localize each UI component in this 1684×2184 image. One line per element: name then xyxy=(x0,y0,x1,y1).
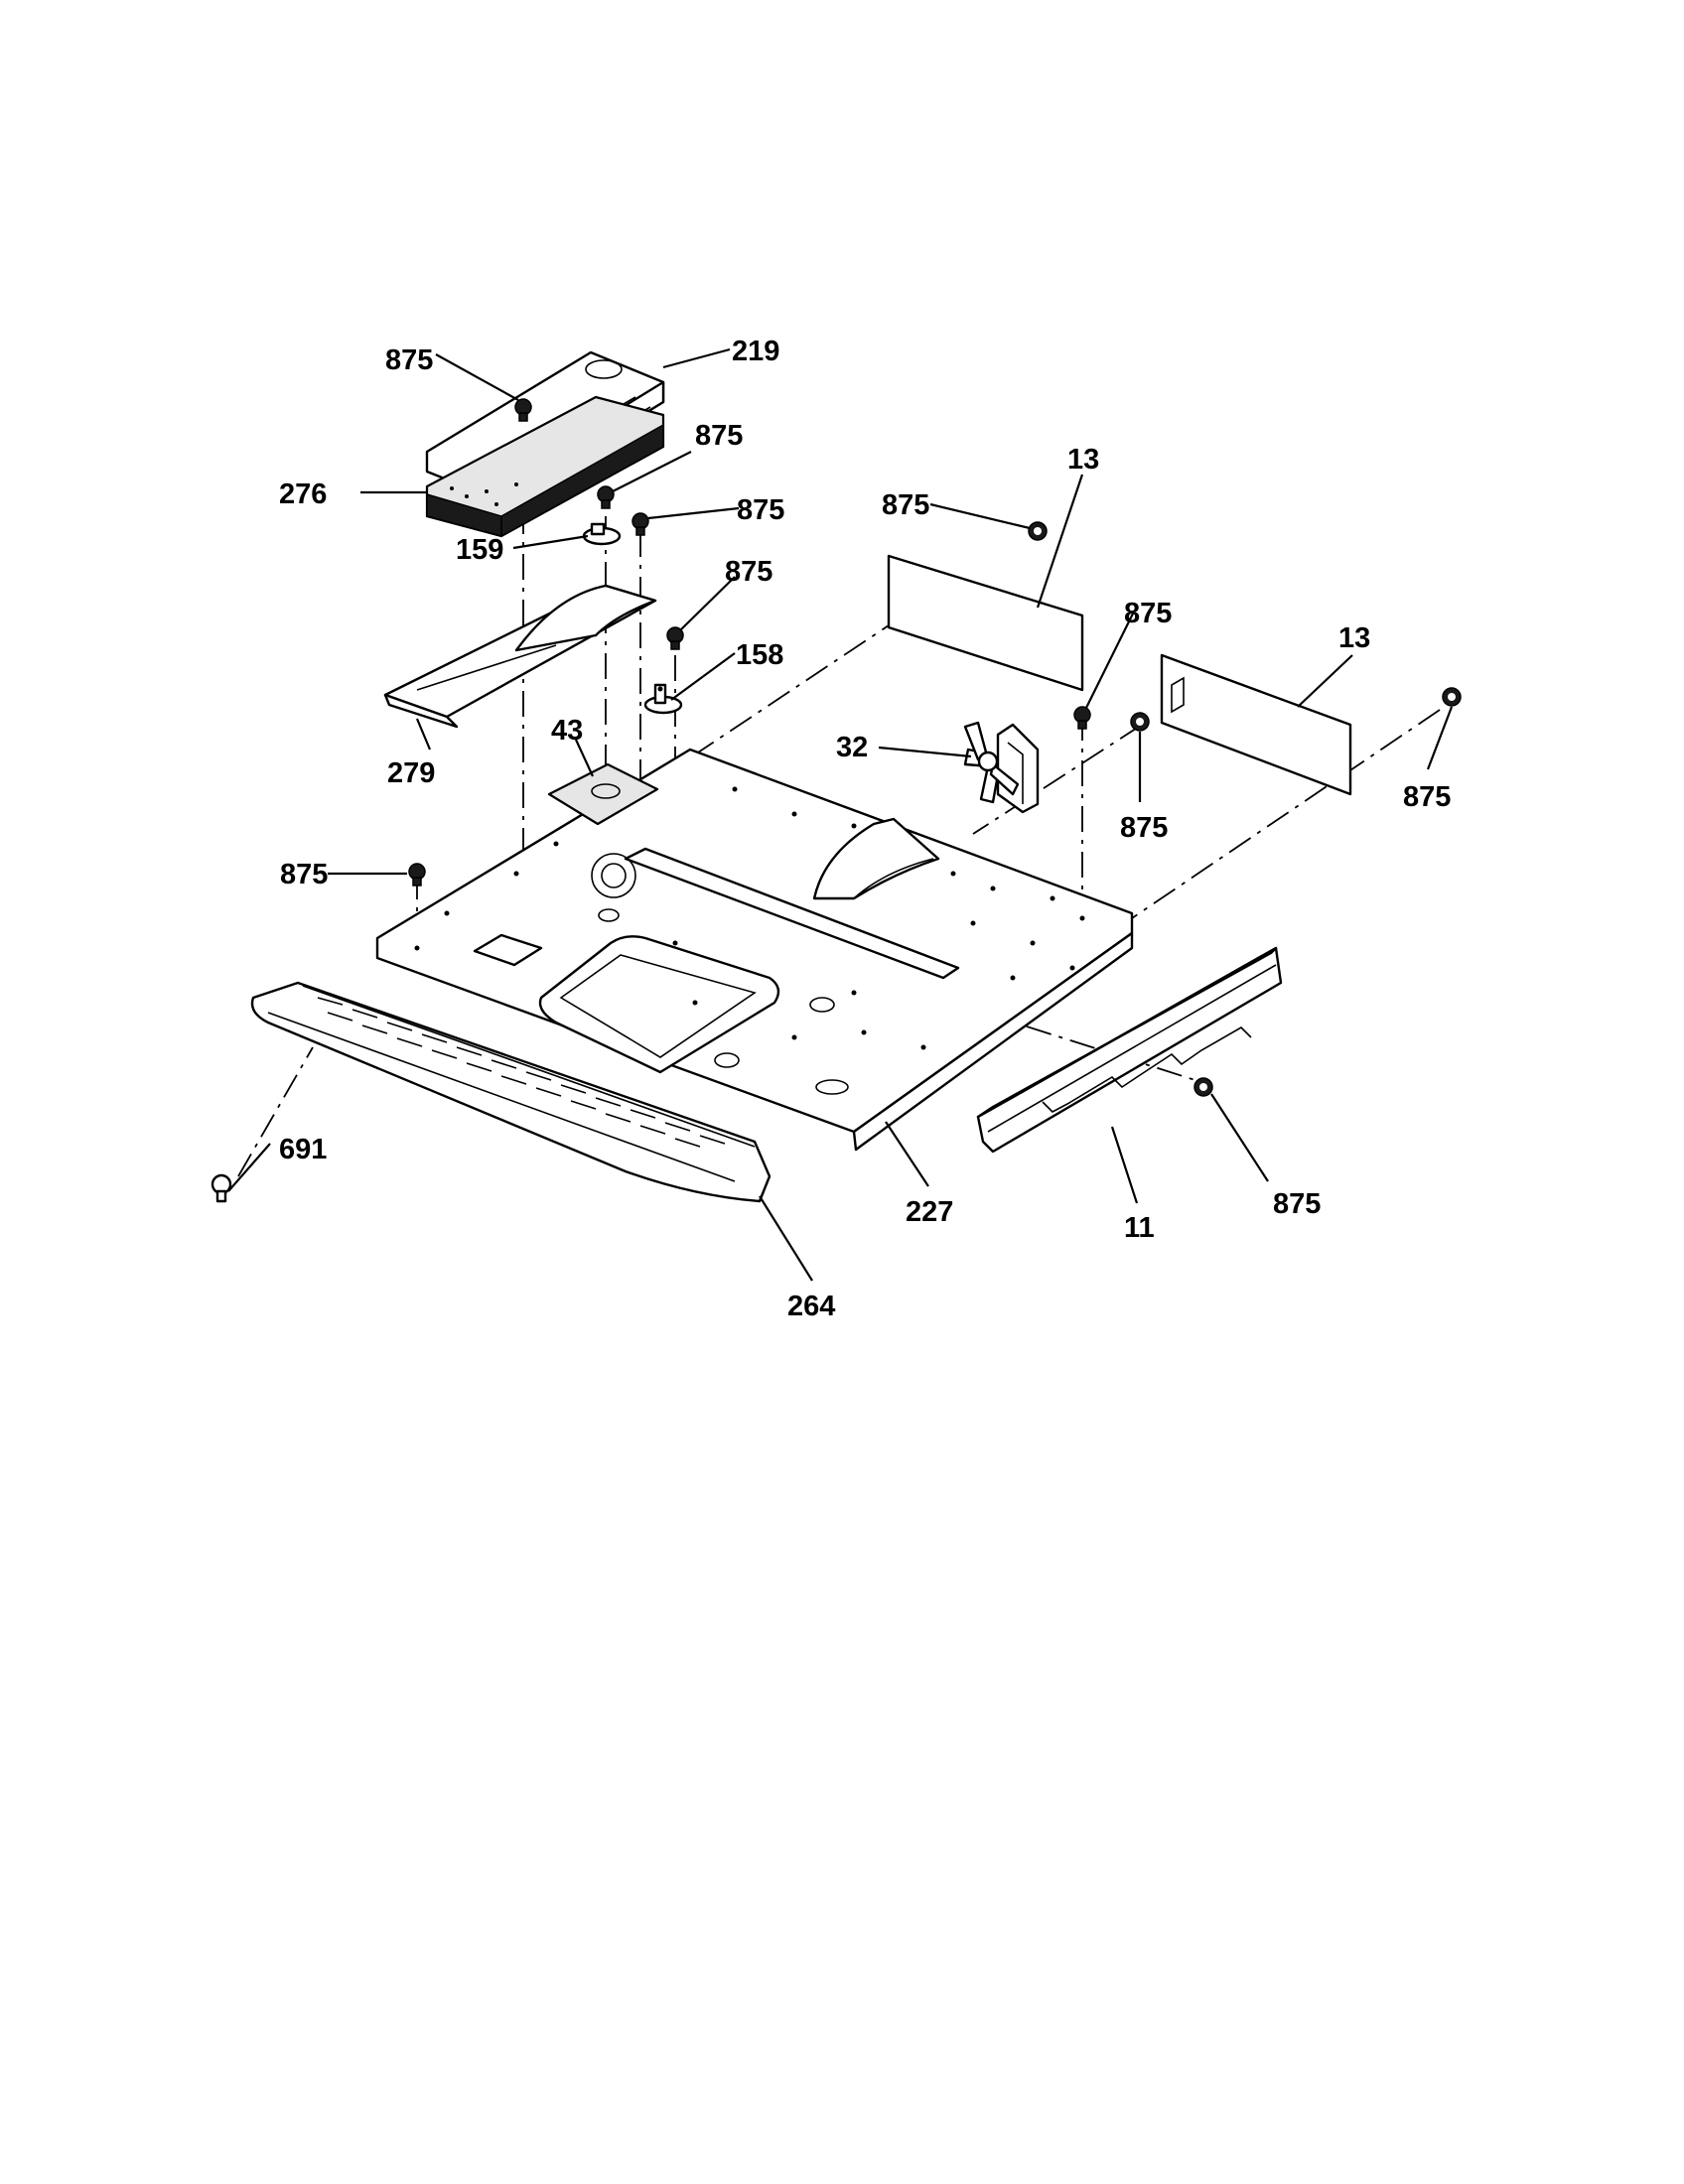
air-duct xyxy=(383,584,657,729)
screw-875-h xyxy=(1442,687,1462,707)
callout-11: 11 xyxy=(1124,1212,1155,1244)
callout-875-i: 875 xyxy=(280,859,328,890)
callout-158: 158 xyxy=(736,639,783,671)
rear-bracket xyxy=(976,946,1283,1154)
callout-13-a: 13 xyxy=(1067,444,1099,476)
callout-279: 279 xyxy=(387,757,435,789)
vent-slots xyxy=(317,997,726,1148)
screw-875-j xyxy=(1193,1077,1213,1097)
callout-875-h: 875 xyxy=(1403,781,1451,813)
callout-276: 276 xyxy=(279,478,327,510)
screw-875-e xyxy=(1028,521,1048,541)
callout-875-a: 875 xyxy=(385,344,433,376)
base-plate xyxy=(375,748,1134,1152)
screw-875-b xyxy=(597,485,615,509)
plate-holes xyxy=(414,786,1085,1050)
callout-32: 32 xyxy=(836,732,868,763)
screw-875-f xyxy=(1073,706,1091,730)
callout-875-g: 875 xyxy=(1120,812,1168,844)
screw-875-d xyxy=(666,626,684,650)
sensor-bracket-159 xyxy=(582,522,622,546)
callout-875-c: 875 xyxy=(737,494,784,526)
insulation-pad xyxy=(425,395,665,538)
screw-691 xyxy=(210,1173,232,1203)
cover-panel-left xyxy=(887,554,1084,692)
gasket-43 xyxy=(547,762,659,826)
callout-875-f: 875 xyxy=(1124,598,1172,629)
callout-labels: 219 875 276 875 875 159 875 158 279 43 8… xyxy=(279,336,1451,1322)
fan-motor xyxy=(963,721,1040,814)
callout-227: 227 xyxy=(906,1196,953,1228)
cover-panel-right xyxy=(1160,653,1352,796)
callout-43: 43 xyxy=(551,715,583,747)
leader-lines xyxy=(227,347,1454,1282)
callout-875-e: 875 xyxy=(882,489,929,521)
callout-13-b: 13 xyxy=(1338,622,1370,654)
callout-875-d: 875 xyxy=(725,556,772,588)
callout-875-j: 875 xyxy=(1273,1188,1321,1220)
callout-219: 219 xyxy=(732,336,779,367)
screw-875-a xyxy=(514,398,532,422)
screw-875-i xyxy=(408,863,426,887)
front-vent-trim xyxy=(250,981,772,1203)
callout-875-b: 875 xyxy=(695,420,743,452)
sensor-bracket-158 xyxy=(643,683,683,715)
callout-159: 159 xyxy=(456,534,503,566)
callout-264: 264 xyxy=(787,1291,835,1322)
callout-691: 691 xyxy=(279,1134,327,1165)
screw-875-g xyxy=(1130,712,1150,732)
screw-875-c xyxy=(632,512,649,536)
